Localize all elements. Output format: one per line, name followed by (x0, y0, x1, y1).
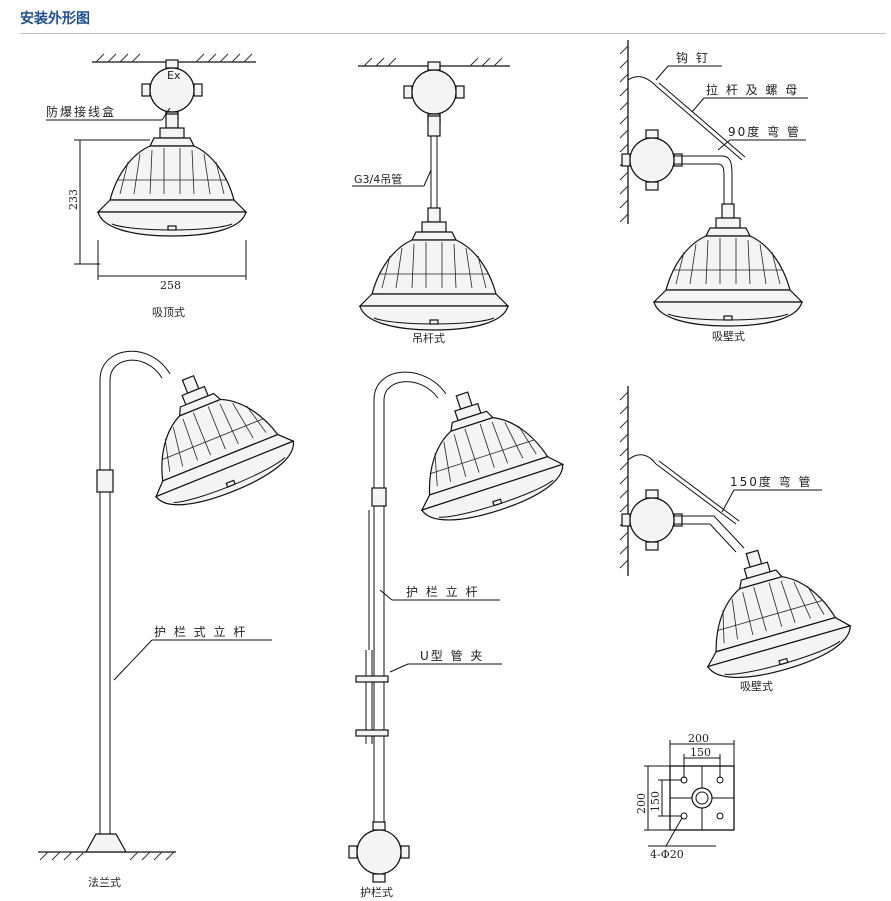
rod-nut-label: 拉 杆 及 螺 母 (706, 82, 799, 97)
plate-inner-height: 150 (649, 791, 662, 812)
ceiling-mount-caption: 吸顶式 (152, 306, 185, 319)
page-title: 安装外形图 (20, 11, 90, 27)
bend-150-label: 150度 弯 管 (730, 474, 813, 489)
pendant-mount-caption: 吊杆式 (412, 331, 445, 345)
flange-mount-caption: 法兰式 (88, 875, 121, 889)
guardrail-pole-label: 护 栏 立 杆 (406, 584, 479, 599)
junction-box-label: 防爆接线盒 (46, 104, 116, 119)
guardrail-mount-diagram: 护 栏 立 杆 U型 管 夹 护栏式 (348, 370, 571, 899)
bend-90-label: 90度 弯 管 (728, 124, 801, 139)
height-dimension: 233 (67, 189, 80, 210)
hook-nail-label: 钩 钉 (676, 51, 710, 65)
wall-mount-90-caption: 吸壁式 (712, 329, 745, 343)
flange-pole-label: 护 栏 式 立 杆 (154, 624, 247, 639)
flange-mount-diagram: 护 栏 式 立 杆 法兰式 (38, 349, 303, 889)
flange-plate-diagram: 200 150 200 150 4-Φ20 (635, 732, 735, 861)
wall-mount-90-diagram: 钩 钉 拉 杆 及 螺 母 90度 弯 管 吸壁式 (619, 40, 808, 343)
plate-inner-width: 150 (690, 746, 711, 759)
pendant-pipe-label: G3/4吊管 (354, 172, 402, 186)
plate-outer-width: 200 (688, 732, 709, 745)
plate-outer-height: 200 (635, 793, 648, 814)
ceiling-mount-diagram: Ex 防爆接线盒 233 258 吸顶式 (46, 53, 256, 319)
guardrail-mount-caption: 护栏式 (360, 885, 393, 899)
title-divider (20, 33, 886, 34)
width-dimension: 258 (160, 279, 181, 292)
wall-mount-150-diagram: 150度 弯 管 吸壁式 (619, 386, 858, 693)
ex-mark: Ex (167, 69, 181, 82)
pendant-mount-diagram: G3/4吊管 吊杆式 (352, 57, 510, 345)
hole-spec-label: 4-Φ20 (650, 848, 684, 861)
wall-mount-150-caption: 吸壁式 (740, 679, 773, 693)
u-clamp-label: U型 管 夹 (420, 648, 484, 663)
